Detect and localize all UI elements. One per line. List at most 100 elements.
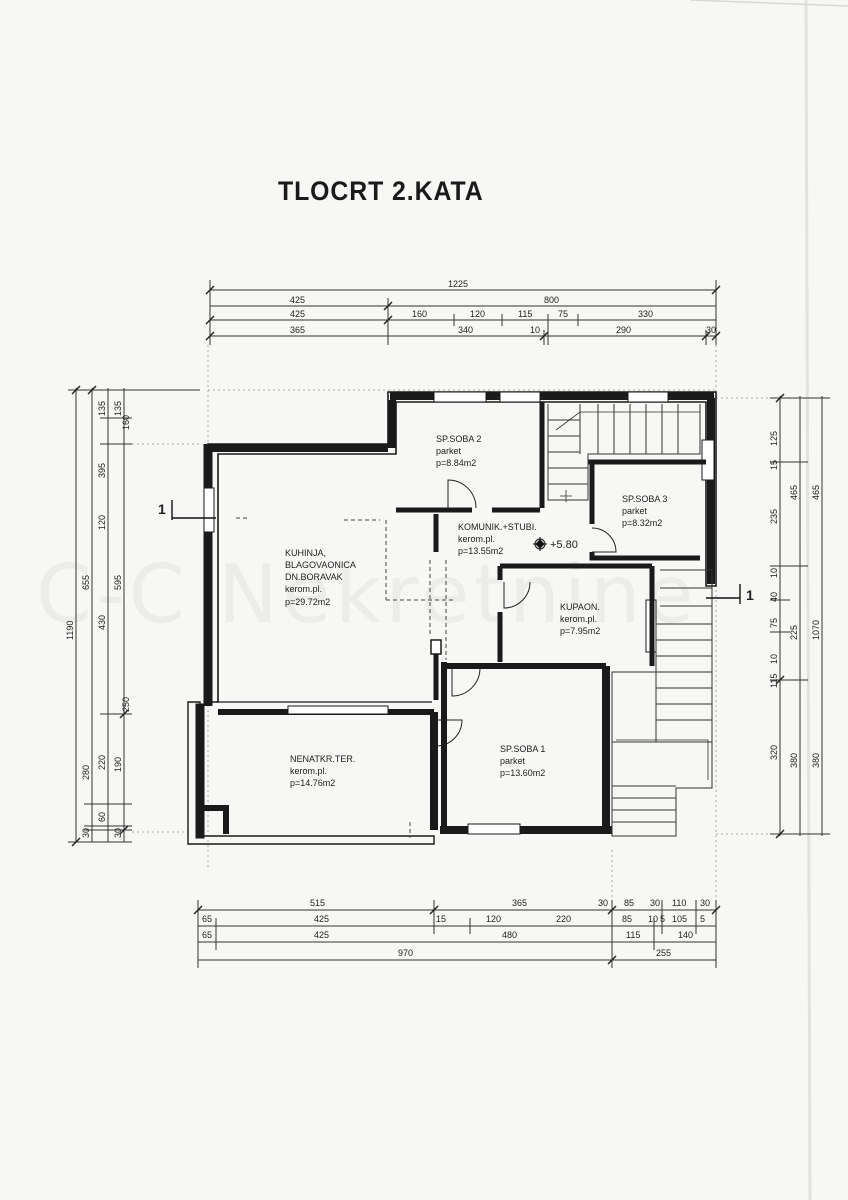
dim-label: 255 xyxy=(656,948,671,958)
dim-label: 5 xyxy=(700,914,705,924)
dim-label: 65 xyxy=(202,914,212,924)
dim-label: 120 xyxy=(470,309,485,319)
dim-label: 425 xyxy=(314,930,329,940)
room-area: p=13.55m2 xyxy=(458,546,503,556)
dimension-ticks xyxy=(71,285,785,965)
left-dimension-labels: 1190 655 430 280 30 135 395 120 595 220 … xyxy=(65,401,131,838)
dim-label: 290 xyxy=(616,325,631,335)
level-marker-icon xyxy=(533,537,547,551)
room-area: p=14.76m2 xyxy=(290,778,335,788)
room-area: p=7.95m2 xyxy=(560,626,600,636)
dim-label: 250 xyxy=(121,697,131,712)
room-name: NENATKR.TER. xyxy=(290,754,355,764)
room-area: p=8.32m2 xyxy=(622,518,662,528)
room-hall: KOMUNIK.+STUBI. kerom.pl. p=13.55m2 xyxy=(458,522,537,556)
dim-label: 320 xyxy=(769,745,779,760)
dim-label: 60 xyxy=(97,812,107,822)
dim-label: 160 xyxy=(412,309,427,319)
dim-label: 365 xyxy=(512,898,527,908)
room-area: p=8.84m2 xyxy=(436,458,476,468)
dim-label: 65 xyxy=(202,930,212,940)
room-bedroom-3: SP.SOBA 3 parket p=8.32m2 xyxy=(622,494,667,528)
room-floor: kerom.pl. xyxy=(285,584,322,594)
dim-label: 135 xyxy=(97,401,107,416)
page-title: TLOCRT 2.KATA xyxy=(278,176,484,206)
room-bedroom-2: SP.SOBA 2 parket p=8.84m2 xyxy=(436,434,481,468)
scan-edge xyxy=(689,0,848,7)
section-label-right: 1 xyxy=(746,587,754,603)
dim-label: 75 xyxy=(558,309,568,319)
dim-label: 160 xyxy=(121,415,131,430)
dim-label: 595 xyxy=(113,575,123,590)
dim-label: 465 xyxy=(789,485,799,500)
room-floor: parket xyxy=(500,756,526,766)
room-bedroom-1: SP.SOBA 1 parket p=13.60m2 xyxy=(500,744,545,778)
room-name: KOMUNIK.+STUBI. xyxy=(458,522,537,532)
dim-label: 5 xyxy=(660,914,665,924)
dim-label: 15 xyxy=(769,460,779,470)
column xyxy=(430,639,442,655)
dim-label: 30 xyxy=(598,898,608,908)
dim-label: 15 xyxy=(436,914,446,924)
dim-label: 30 xyxy=(113,828,123,838)
room-area: p=29.72m2 xyxy=(285,597,330,607)
dim-label: 85 xyxy=(622,914,632,924)
section-mark-left xyxy=(171,500,216,520)
hidden-lines xyxy=(236,517,456,838)
dim-label: 135 xyxy=(113,401,123,416)
room-name: SP.SOBA 3 xyxy=(622,494,667,504)
section-mark-right xyxy=(706,584,741,604)
dim-label: 425 xyxy=(290,309,305,319)
dim-label: 225 xyxy=(789,625,799,640)
bottom-dimension-labels: 515 365 30 85 30 110 30 65 425 15 120 22… xyxy=(202,898,710,958)
dim-label: 425 xyxy=(314,914,329,924)
dim-label: 655 xyxy=(81,575,91,590)
room-floor: parket xyxy=(436,446,462,456)
room-floor: kerom.pl. xyxy=(560,614,597,624)
dim-label: 190 xyxy=(113,757,123,772)
dim-label: 10 xyxy=(769,654,779,664)
dim-label: 115 xyxy=(626,930,640,940)
level-value: +5.80 xyxy=(550,539,578,551)
dim-label: 220 xyxy=(556,914,571,924)
dim-label: 30 xyxy=(706,325,716,335)
room-floor: parket xyxy=(622,506,648,516)
interior-walls xyxy=(396,402,706,700)
room-name: KUHINJA, xyxy=(285,548,326,558)
dim-label: 235 xyxy=(769,509,779,524)
dim-label: 10 xyxy=(530,325,540,335)
dim-label: 465 xyxy=(811,485,821,500)
dim-label: 425 xyxy=(290,295,305,305)
dim-label: 280 xyxy=(81,765,91,780)
dim-label: 120 xyxy=(486,914,501,924)
dim-label: 40 xyxy=(769,592,779,602)
dim-label: 395 xyxy=(97,463,107,478)
dim-label: 365 xyxy=(290,325,305,335)
dim-label: 330 xyxy=(638,309,653,319)
stairs-lower xyxy=(611,569,713,837)
section-label-left: 1 xyxy=(158,501,166,517)
dim-label: 340 xyxy=(458,325,473,335)
dim-label: 120 xyxy=(97,515,107,530)
dim-label: 380 xyxy=(789,753,799,768)
room-name: SP.SOBA 1 xyxy=(500,744,545,754)
room-bathroom: KUPAON. kerom.pl. p=7.95m2 xyxy=(560,602,600,636)
dim-label: 30 xyxy=(81,828,91,838)
dim-label: 105 xyxy=(672,914,687,924)
doors xyxy=(435,479,617,747)
dim-label: 30 xyxy=(700,898,710,908)
dim-label: 75 xyxy=(769,618,779,628)
dim-label: 800 xyxy=(544,295,559,305)
dim-label: 1070 xyxy=(811,620,821,640)
dim-label: 430 xyxy=(97,615,107,630)
dim-label: 515 xyxy=(310,898,325,908)
room-floor: kerom.pl. xyxy=(290,766,327,776)
dim-label: 1190 xyxy=(65,621,75,640)
right-dimension-lines xyxy=(716,396,830,836)
room-name: KUPAON. xyxy=(560,602,600,612)
dim-label: 115 xyxy=(518,309,532,319)
dim-label: 85 xyxy=(624,898,634,908)
bottom-dimension-lines xyxy=(197,850,717,968)
dim-label: 1225 xyxy=(448,279,468,289)
